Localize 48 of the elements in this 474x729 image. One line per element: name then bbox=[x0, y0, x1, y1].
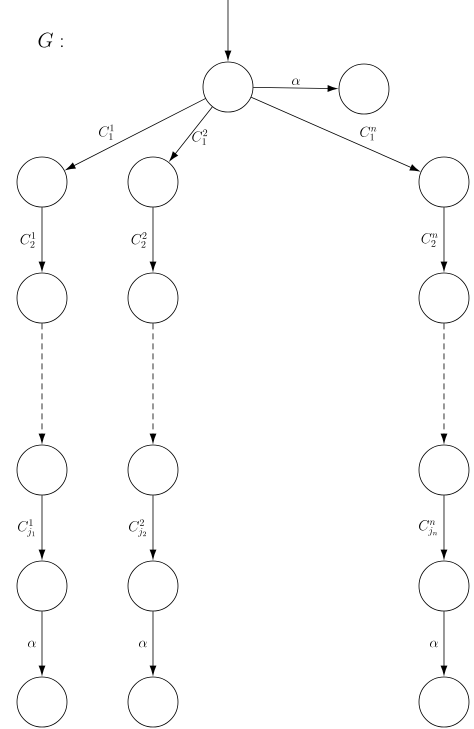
arrow bbox=[150, 495, 156, 560]
state-circle bbox=[16, 560, 68, 612]
title: $G :$ bbox=[38, 32, 63, 48]
arrow bbox=[440, 611, 448, 676]
state-circle bbox=[202, 62, 254, 112]
state-circle bbox=[16, 272, 68, 324]
state-circle bbox=[418, 676, 470, 728]
edge-label: $\alpha$ bbox=[28, 640, 36, 648]
state-circle bbox=[418, 272, 470, 324]
state-circle bbox=[128, 560, 178, 612]
state-circle bbox=[418, 444, 470, 496]
state-circle bbox=[418, 156, 470, 208]
arrow bbox=[150, 611, 156, 676]
edge-label: $C^n_{j_n}$ bbox=[419, 520, 438, 536]
edge-label: $C^n_1$ bbox=[360, 126, 376, 140]
edge-label: $\alpha$ bbox=[138, 640, 147, 648]
state-circle bbox=[418, 560, 470, 612]
arrow bbox=[440, 207, 448, 272]
edge-label: $C^2_2$ bbox=[132, 232, 146, 248]
edge-label: $C^2_1$ bbox=[192, 129, 208, 145]
arrow bbox=[66, 98, 206, 170]
edge-label: $C^1_1$ bbox=[99, 124, 114, 140]
arrow bbox=[250, 96, 420, 172]
arrow bbox=[224, 0, 232, 60]
state-circle bbox=[128, 444, 178, 496]
state-circle bbox=[128, 272, 178, 324]
arrow bbox=[170, 106, 213, 161]
arrow bbox=[150, 207, 156, 272]
arrow bbox=[440, 495, 448, 560]
arrow bbox=[38, 611, 46, 676]
edge-label: $C^1_2$ bbox=[20, 232, 36, 248]
arrow bbox=[252, 85, 338, 92]
arrow bbox=[38, 323, 46, 444]
state-circle bbox=[338, 64, 390, 114]
arrow bbox=[440, 323, 448, 444]
state-circle bbox=[16, 676, 68, 728]
state-circle bbox=[16, 444, 68, 496]
arrow bbox=[38, 207, 46, 272]
state-circle bbox=[128, 676, 178, 728]
edge-label: $C^1_{j_1}$ bbox=[18, 519, 35, 537]
arrow bbox=[150, 323, 156, 444]
edge-label: $C^2_{j_2}$ bbox=[129, 519, 146, 537]
state-circle bbox=[128, 156, 178, 208]
arrow bbox=[38, 495, 46, 560]
edge-label: $C^n_2$ bbox=[422, 233, 438, 247]
edge-label: $\alpha$ bbox=[430, 640, 438, 648]
state-circle bbox=[16, 156, 68, 208]
edge-label: $\alpha$ bbox=[292, 78, 300, 85]
